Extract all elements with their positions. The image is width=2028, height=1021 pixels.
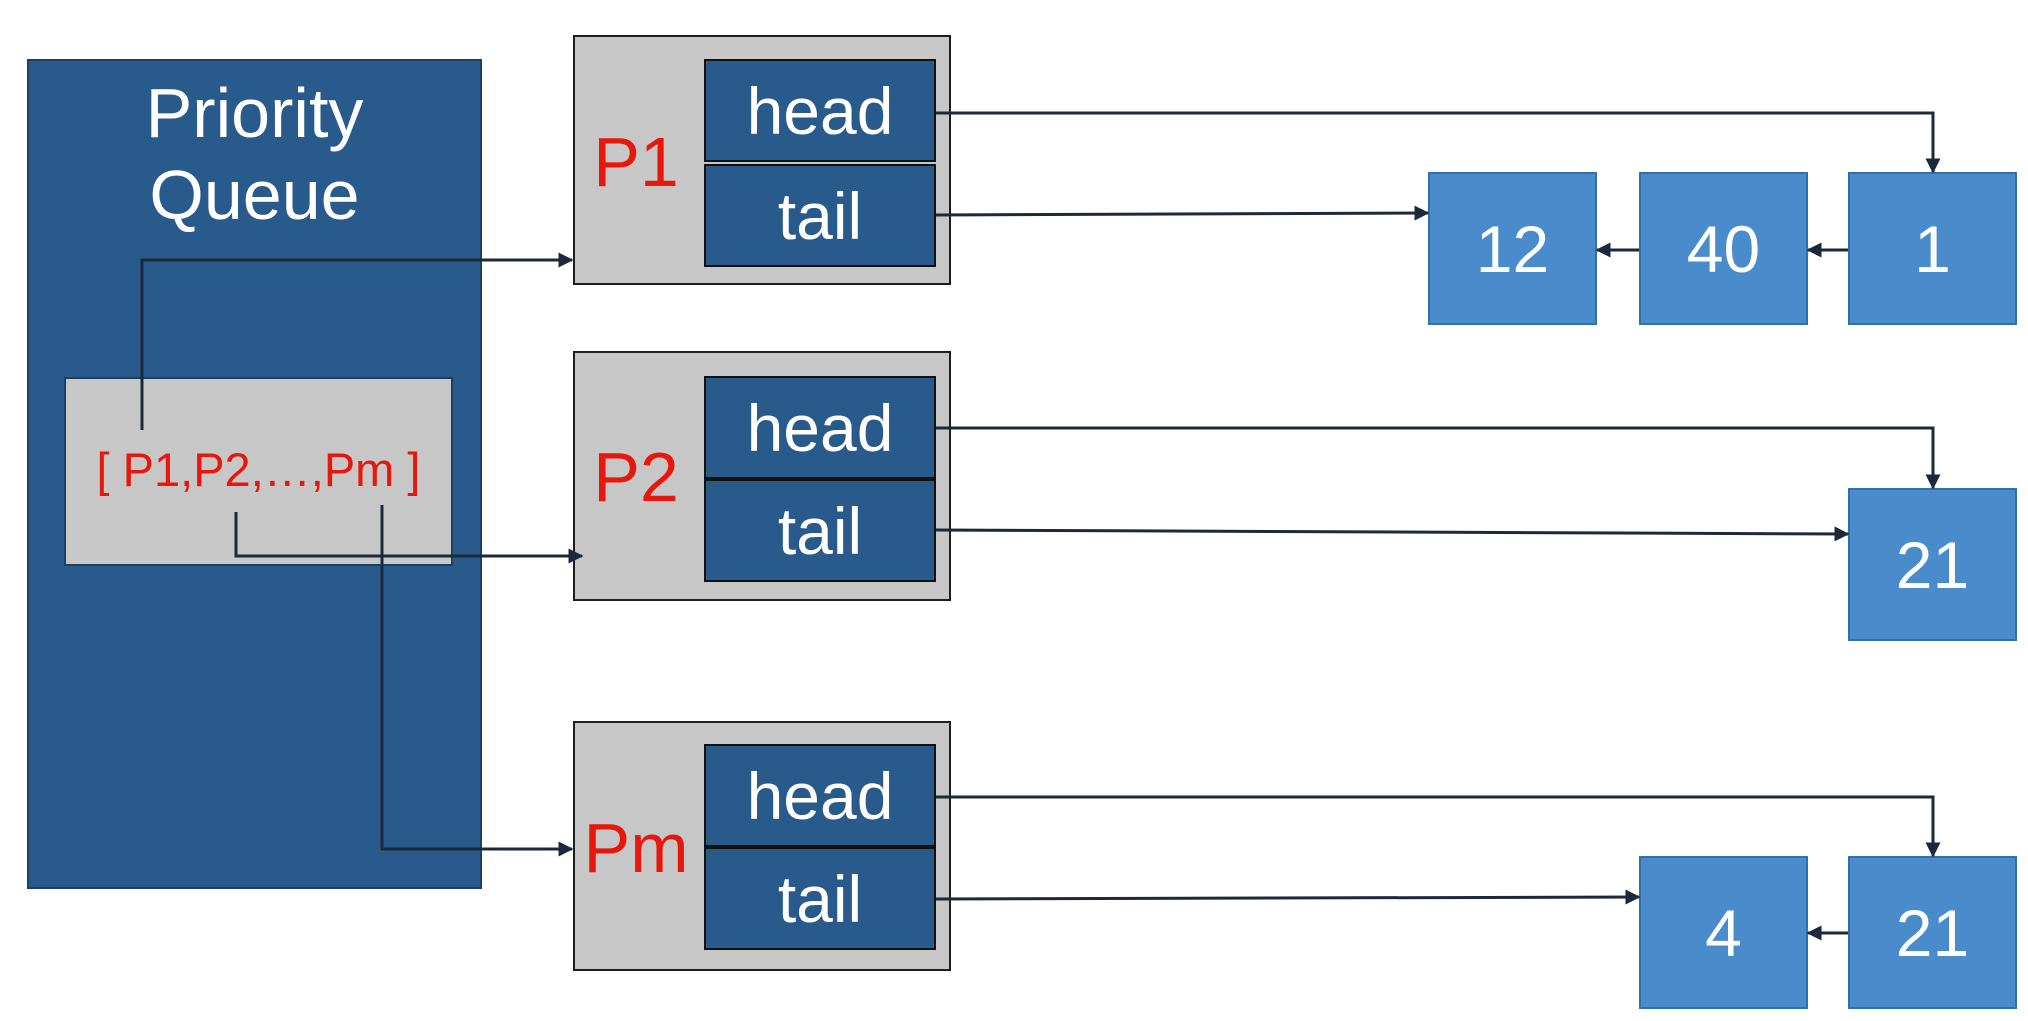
arrow-p1-head xyxy=(936,111,1941,174)
priority-queue-title: Priority Queue xyxy=(145,74,364,234)
head-field-pm: head xyxy=(704,744,936,847)
priority-label-p1: P1 xyxy=(593,123,679,201)
arrow-p1-tail xyxy=(935,205,1430,221)
node-pm-4: 4 xyxy=(1639,856,1808,1009)
arrow-pm-tail xyxy=(935,889,1641,905)
head-field-p2: head xyxy=(704,376,936,479)
arrow-array-to-pm xyxy=(380,505,574,857)
arrow-p2-tail xyxy=(935,526,1850,542)
priority-array-box xyxy=(64,377,453,566)
tail-field-p1: tail xyxy=(704,164,936,267)
tail-field-pm: tail xyxy=(704,847,936,950)
node-p1-1: 1 xyxy=(1848,172,2017,325)
priority-array-label: [ P1,P2,…,Pm ] xyxy=(96,443,421,496)
tail-field-p2: tail xyxy=(704,479,936,582)
arrow-p2-head xyxy=(936,426,1941,490)
arrow-array-to-p2 xyxy=(234,512,584,564)
node-p2-21: 21 xyxy=(1848,488,2017,641)
arrow-array-to-p1 xyxy=(140,252,574,430)
arrow-pm-head xyxy=(936,795,1941,858)
node-p1-12: 12 xyxy=(1428,172,1597,325)
priority-label-pm: Pm xyxy=(583,809,689,887)
head-field-p1: head xyxy=(704,59,936,162)
priority-label-p2: P2 xyxy=(593,438,679,516)
